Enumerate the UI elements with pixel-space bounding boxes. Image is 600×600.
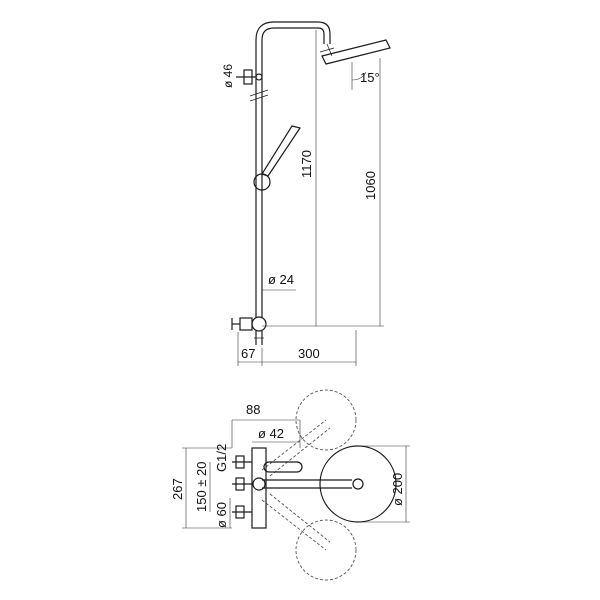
wall-bracket: ø 46 [221,64,263,88]
centers-label: 150 ± 20 [194,461,209,512]
holder-diameter-label: ø 46 [221,64,235,88]
riser-tube [249,21,331,318]
angle-label: 15° [360,70,380,85]
side-view: 15° ø 46 1170 1060 ø 24 [221,21,391,366]
arm-top [262,479,352,489]
head-diameter-dim: ø 200 [358,445,410,523]
shower-head: 15° [319,39,391,90]
shower-head-top [319,445,397,523]
bottom-dimensions: 67 300 [237,330,357,366]
swing-arcs [261,389,357,581]
top-dimensions: 88 ø 42 [231,402,301,448]
valve-body-top [232,447,267,529]
offset-label: 67 [241,346,255,361]
width-label: 88 [246,402,260,417]
valve-diameter-label: ø 42 [258,426,284,441]
overall-label: 267 [170,478,185,500]
top-view: 88 ø 42 267 150 ± 20 G1/2 ø 60 ø 200 [170,389,410,581]
hand-shower [253,125,301,191]
thread-label: G1/2 [214,444,229,472]
total-height-label: 1170 [299,150,314,178]
arm-length-label: 300 [298,346,320,361]
tube-diameter-label: ø 24 [268,272,294,287]
head-height-label: 1060 [363,171,378,200]
diverter-valve [231,316,267,345]
tube-diameter-dim: ø 24 [262,272,296,291]
hand-shower-top [263,461,303,473]
head-diameter-label: ø 200 [390,473,405,506]
left-dimensions: 267 150 ± 20 G1/2 ø 60 [170,444,232,529]
cover-diameter-label: ø 60 [214,502,229,528]
height-dimensions: 1170 1060 [262,30,384,327]
